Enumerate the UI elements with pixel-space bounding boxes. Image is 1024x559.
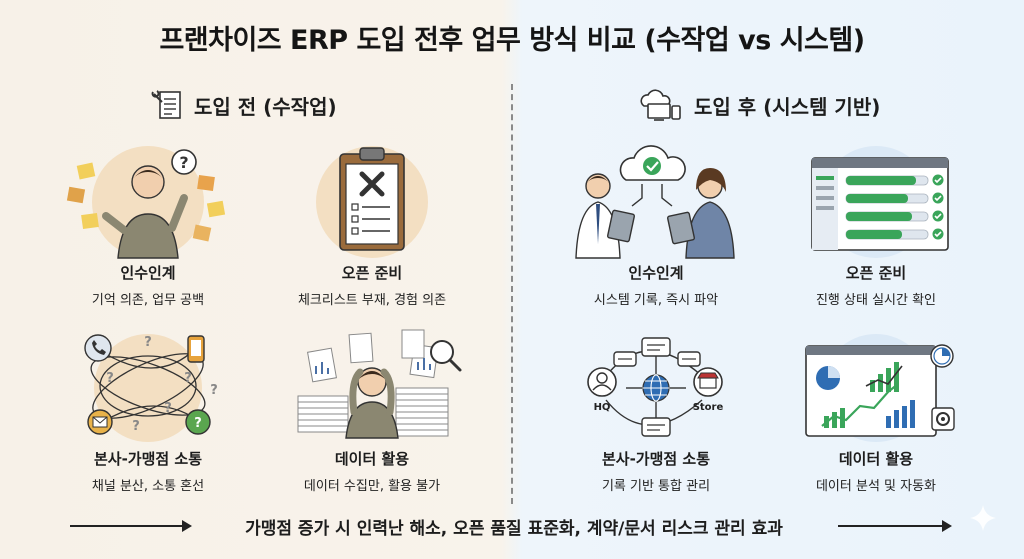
card-title: 오픈 준비 xyxy=(845,264,907,282)
hq-label: HQ xyxy=(594,402,611,413)
svg-text:?: ? xyxy=(179,153,188,172)
confused-person-sticky-notes-icon: ? xyxy=(66,146,226,259)
store-label: Store xyxy=(693,402,724,413)
left-section-heading: 도입 전 (수작업) xyxy=(150,88,337,122)
card-title: 인수인계 xyxy=(120,264,176,282)
tangled-channels-icon: ? ??? ??? xyxy=(84,334,218,442)
svg-text:?: ? xyxy=(144,335,152,350)
card-title: 인수인계 xyxy=(628,264,684,282)
left-heading-text: 도입 전 (수작업) xyxy=(194,94,337,119)
svg-text:?: ? xyxy=(210,383,218,398)
svg-text:?: ? xyxy=(106,371,114,386)
card-desc: 진행 상태 실시간 확인 xyxy=(815,293,937,308)
card-title: 본사-가맹점 소통 xyxy=(601,450,711,468)
card-desc: 기억 의존, 업무 공백 xyxy=(91,293,205,308)
after-opening-card: 오픈 준비 진행 상태 실시간 확인 xyxy=(766,140,986,308)
before-opening-card: 오픈 준비 체크리스트 부재, 경험 의존 xyxy=(262,140,482,308)
after-data-card: 데이터 활용 데이터 분석 및 자동화 xyxy=(766,326,986,494)
cloud-devices-icon xyxy=(636,88,684,122)
before-communication-card: ? ??? ??? 본사-가맹점 소통 채널 분산, 소통 혼선 xyxy=(38,326,258,494)
after-handover-card: 인수인계 시스템 기록, 즉시 파악 xyxy=(546,140,766,308)
footer-text: 가맹점 증가 시 인력난 해소, 오픈 품질 표준화, 계약/문서 리스크 관리… xyxy=(245,519,783,539)
document-wrench-icon xyxy=(150,88,184,122)
svg-text:?: ? xyxy=(164,401,172,416)
card-title: 데이터 활용 xyxy=(334,450,410,468)
page-title: 프랜차이즈 ERP 도입 전후 업무 방식 비교 (수작업 vs 시스템) xyxy=(159,25,865,56)
before-data-card: 데이터 활용 데이터 수집만, 활용 불가 xyxy=(262,326,482,494)
sparkle-icon xyxy=(970,505,996,531)
card-title: 오픈 준비 xyxy=(341,264,403,282)
svg-text:?: ? xyxy=(194,416,202,431)
card-desc: 체크리스트 부재, 경험 의존 xyxy=(297,293,447,308)
svg-text:?: ? xyxy=(132,419,140,434)
before-handover-card: ? 인수인계 기억 의존, 업무 공백 xyxy=(38,140,258,308)
card-desc: 시스템 기록, 즉시 파악 xyxy=(593,293,719,308)
hub-network-icon: HQ Store xyxy=(587,337,724,437)
right-section-heading: 도입 후 (시스템 기반) xyxy=(636,88,880,122)
card-desc: 데이터 수집만, 활용 불가 xyxy=(303,479,441,494)
card-desc: 기록 기반 통합 관리 xyxy=(601,479,711,494)
after-communication-card: HQ Store 본사-가맹점 소통 기록 기반 통합 관리 xyxy=(546,326,766,494)
right-heading-text: 도입 후 (시스템 기반) xyxy=(694,94,881,119)
card-desc: 채널 분산, 소통 혼선 xyxy=(91,479,205,494)
footer-summary: 가맹점 증가 시 인력난 해소, 오픈 품질 표준화, 계약/문서 리스크 관리… xyxy=(0,514,1024,539)
right-arrow-line xyxy=(838,520,952,532)
clipboard-x-icon xyxy=(316,146,428,258)
card-title: 본사-가맹점 소통 xyxy=(93,450,203,468)
left-arrow-line xyxy=(70,520,192,532)
card-title: 데이터 활용 xyxy=(838,450,914,468)
svg-text:?: ? xyxy=(184,371,192,386)
overwhelmed-paper-stacks-icon xyxy=(297,329,462,439)
analytics-dashboard-icon xyxy=(805,334,955,442)
center-divider xyxy=(511,84,513,504)
card-desc: 데이터 분석 및 자동화 xyxy=(815,479,937,494)
cloud-sync-tablets-icon xyxy=(575,145,735,259)
progress-dashboard-icon xyxy=(811,146,949,258)
